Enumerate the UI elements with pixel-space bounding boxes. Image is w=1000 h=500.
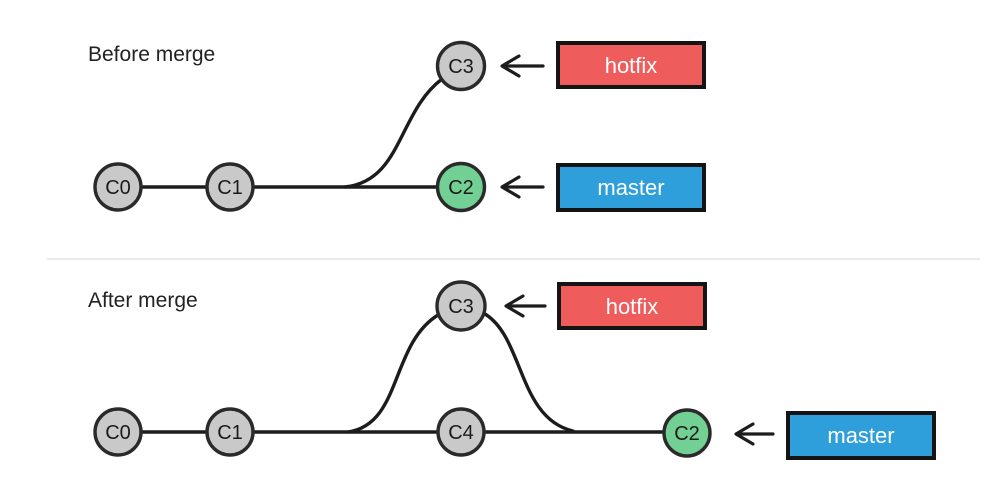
commit-node-c3-before: C3 <box>435 40 487 92</box>
commit-node-c1-before: C1 <box>205 162 255 212</box>
commit-label-c3: C3 <box>448 296 474 318</box>
commit-node-c1-after: C1 <box>205 407 255 457</box>
commit-label-c2: C2 <box>448 177 474 199</box>
hotfix-branch-edge-up <box>346 313 440 434</box>
commit-circle-c2 <box>662 408 712 458</box>
master-branch-label: master <box>827 423 894 448</box>
commit-circle-c4 <box>436 407 486 457</box>
master-pointer-after: master <box>734 411 936 460</box>
hotfix-pointer-before: hotfix <box>500 41 706 89</box>
section-title-before: Before merge <box>88 43 215 66</box>
left-arrow-icon <box>500 175 545 199</box>
master-pointer-before: master <box>500 163 706 212</box>
hotfix-branch-label-text: hotfix <box>605 53 658 78</box>
master-branch-box <box>786 411 936 460</box>
commit-circle-c1 <box>205 407 255 457</box>
commit-label-c0: C0 <box>105 177 131 199</box>
hotfix-merge-edge-down <box>483 312 575 433</box>
section-title-after: After merge <box>88 289 198 312</box>
commit-circle-c1 <box>205 162 255 212</box>
commit-label-c3: C3 <box>448 56 474 78</box>
left-arrow-icon <box>504 294 547 318</box>
commit-node-c0-before: C0 <box>93 162 143 212</box>
commit-node-c4-after: C4 <box>436 407 486 457</box>
left-arrow-icon <box>734 422 775 446</box>
commit-circle-c0 <box>93 407 143 457</box>
master-branch-box <box>556 163 706 212</box>
commit-circle-c3 <box>435 280 487 332</box>
commit-circle-c0 <box>93 162 143 212</box>
after-merge-section: After merge C0 C1 C3 C4 C2 <box>88 280 936 460</box>
master-branch-label: master <box>597 175 664 200</box>
commit-node-c2-after: C2 <box>662 408 712 458</box>
hotfix-branch-edge-before <box>343 77 444 189</box>
commit-circle-c2 <box>435 161 487 213</box>
commit-node-c3-after: C3 <box>435 280 487 332</box>
hotfix-pointer-after: hotfix <box>504 282 707 330</box>
left-arrow-icon <box>500 54 545 78</box>
commit-node-c0-after: C0 <box>93 407 143 457</box>
commit-label-c4: C4 <box>448 422 474 444</box>
commit-label-c1: C1 <box>217 422 243 444</box>
commit-label-c1: C1 <box>217 177 243 199</box>
commit-circle-c3 <box>435 40 487 92</box>
commit-node-c2-before: C2 <box>435 161 487 213</box>
hotfix-branch-box <box>556 41 706 89</box>
commit-label-c0: C0 <box>105 422 131 444</box>
hotfix-branch-label: hotfix <box>606 294 659 319</box>
commit-label-c2: C2 <box>674 423 700 445</box>
hotfix-branch-box <box>557 282 707 330</box>
before-merge-section: Before merge C0 C1 C3 C2 hotfix <box>88 40 706 213</box>
